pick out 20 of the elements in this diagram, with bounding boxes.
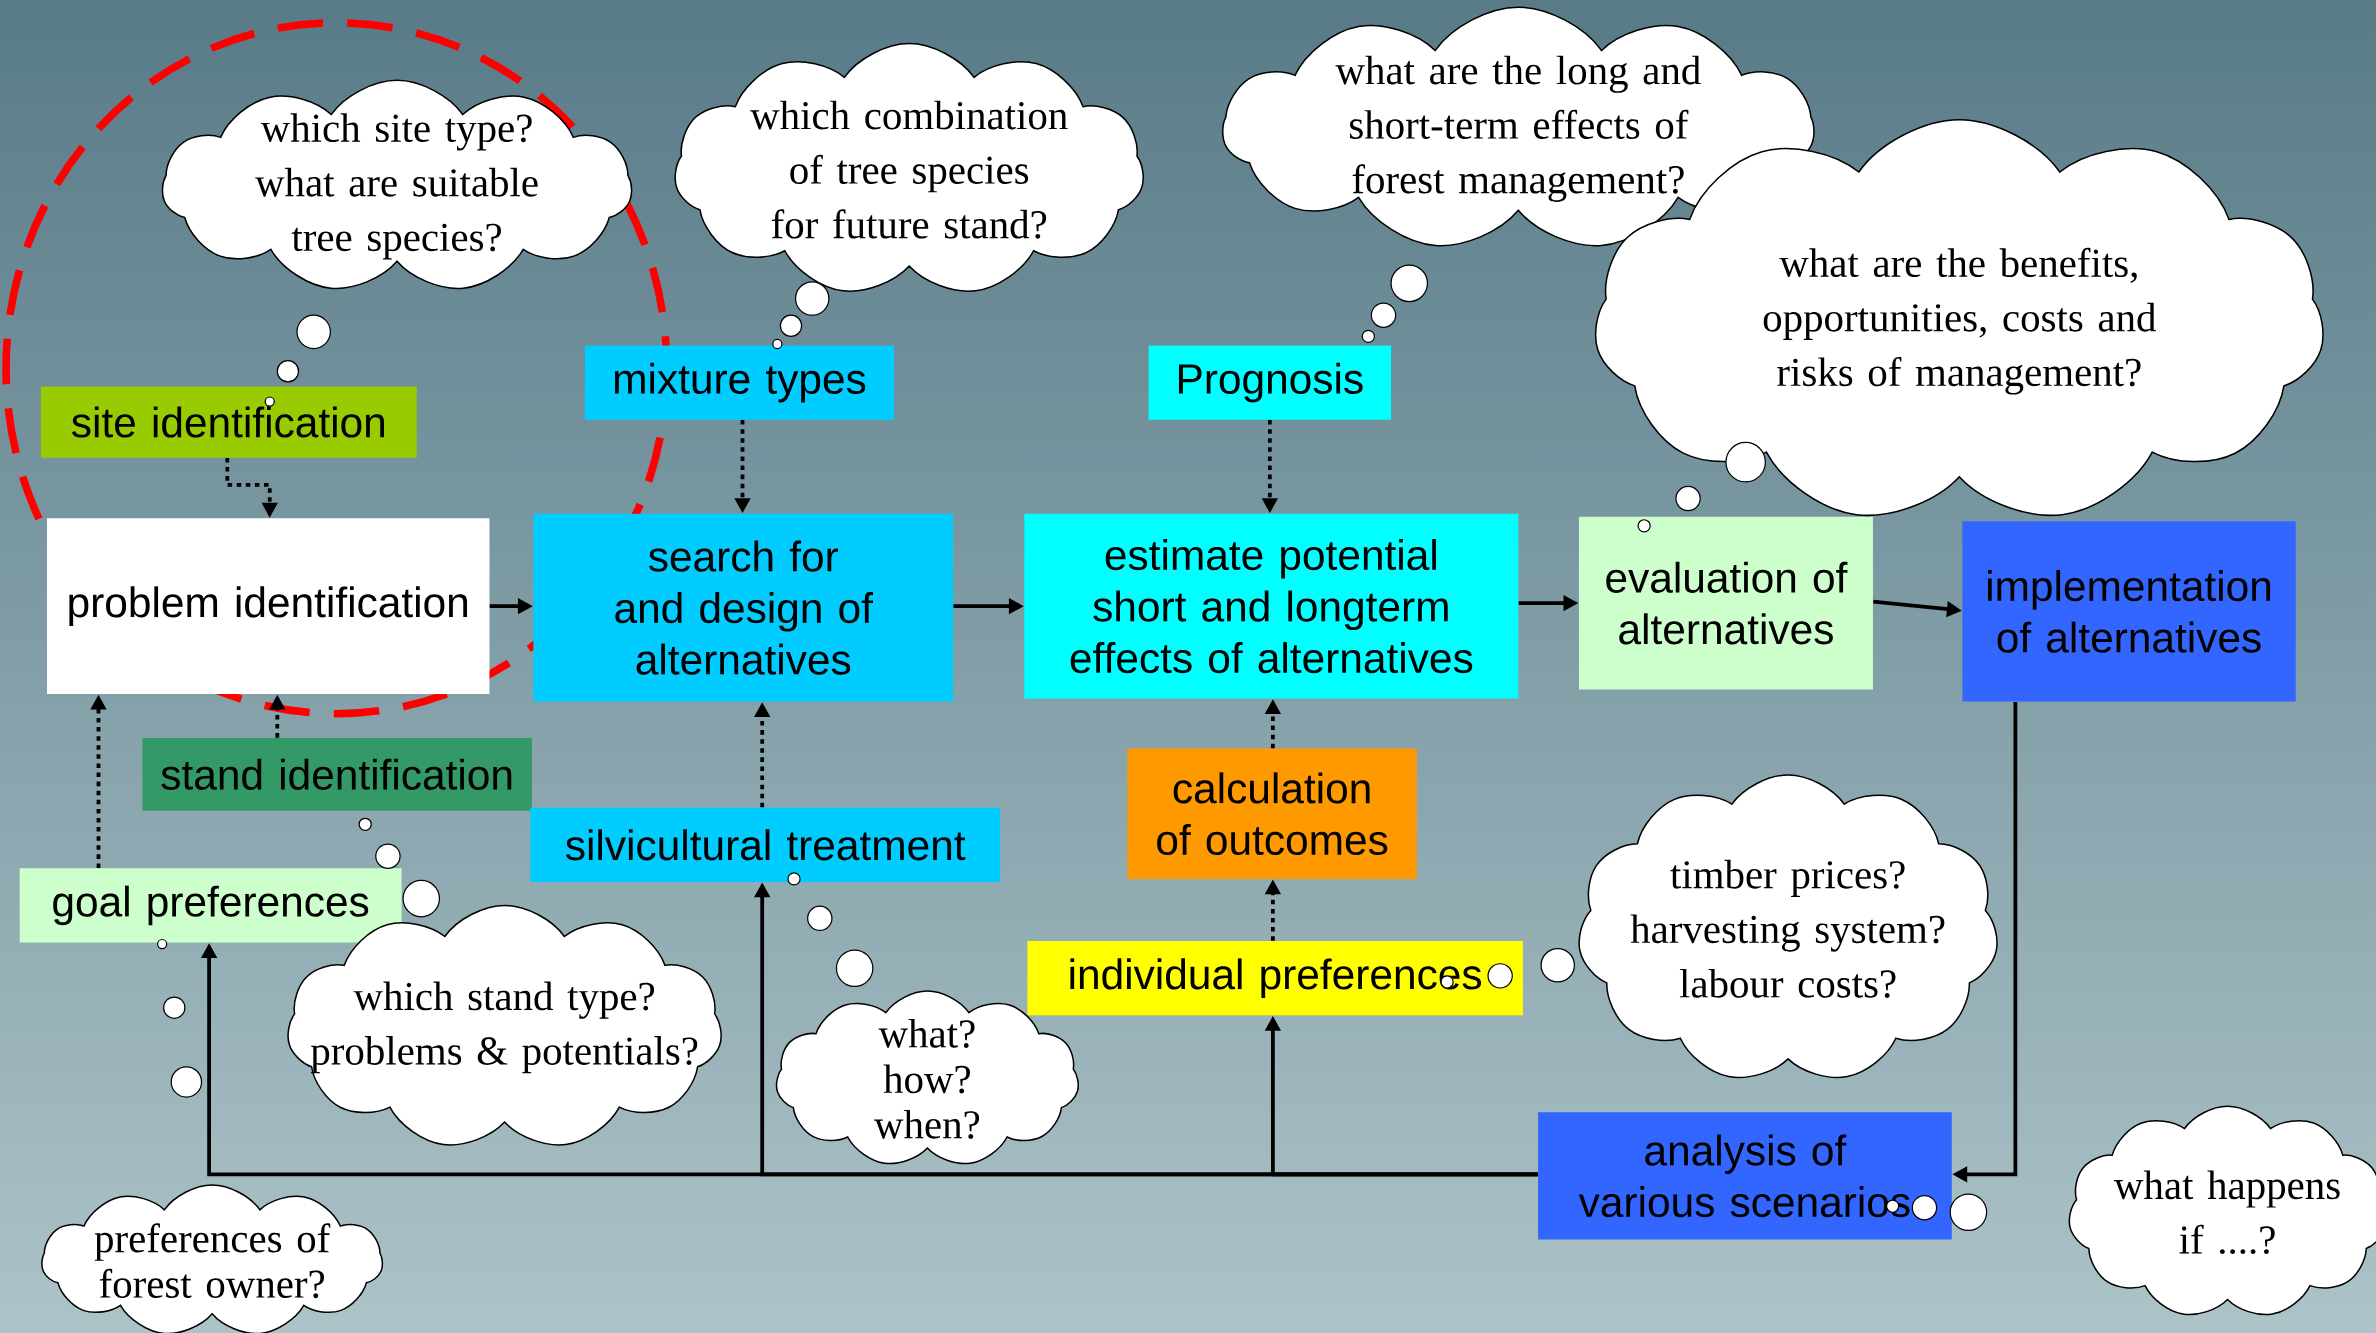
process-box: evaluation of alternatives [1578,516,1873,690]
process-box: search for and design of alternatives [533,513,954,702]
process-box: goal preferences [19,868,402,943]
thought-cloud: what? how? when? [775,990,1079,1165]
process-box: site identification [40,386,417,458]
thought-cloud: preferences of forest owner? [41,1184,384,1333]
process-box: stand identification [142,737,532,811]
thought-cloud: what happens if ....? [2068,1105,2376,1316]
process-box: estimate potential short and longterm effects of alternatives [1024,513,1519,699]
process-box: implementation of alternatives [1962,521,2296,702]
thought-cloud: which combination of tree species for future stand? [674,42,1144,292]
thought-cloud: timber prices? harvesting system? labour costs? [1578,773,1998,1078]
process-box: problem identification [47,518,490,694]
process-box: individual preferences [1027,940,1523,1016]
process-box: silvicultural treatment [530,807,1001,882]
process-box: mixture types [584,345,895,420]
process-box: calculation of outcomes [1127,748,1417,879]
thought-cloud: which site type? what are suitable tree species? [161,79,633,289]
process-box: analysis of various scenarios [1538,1112,1952,1240]
process-box: Prognosis [1148,345,1392,420]
